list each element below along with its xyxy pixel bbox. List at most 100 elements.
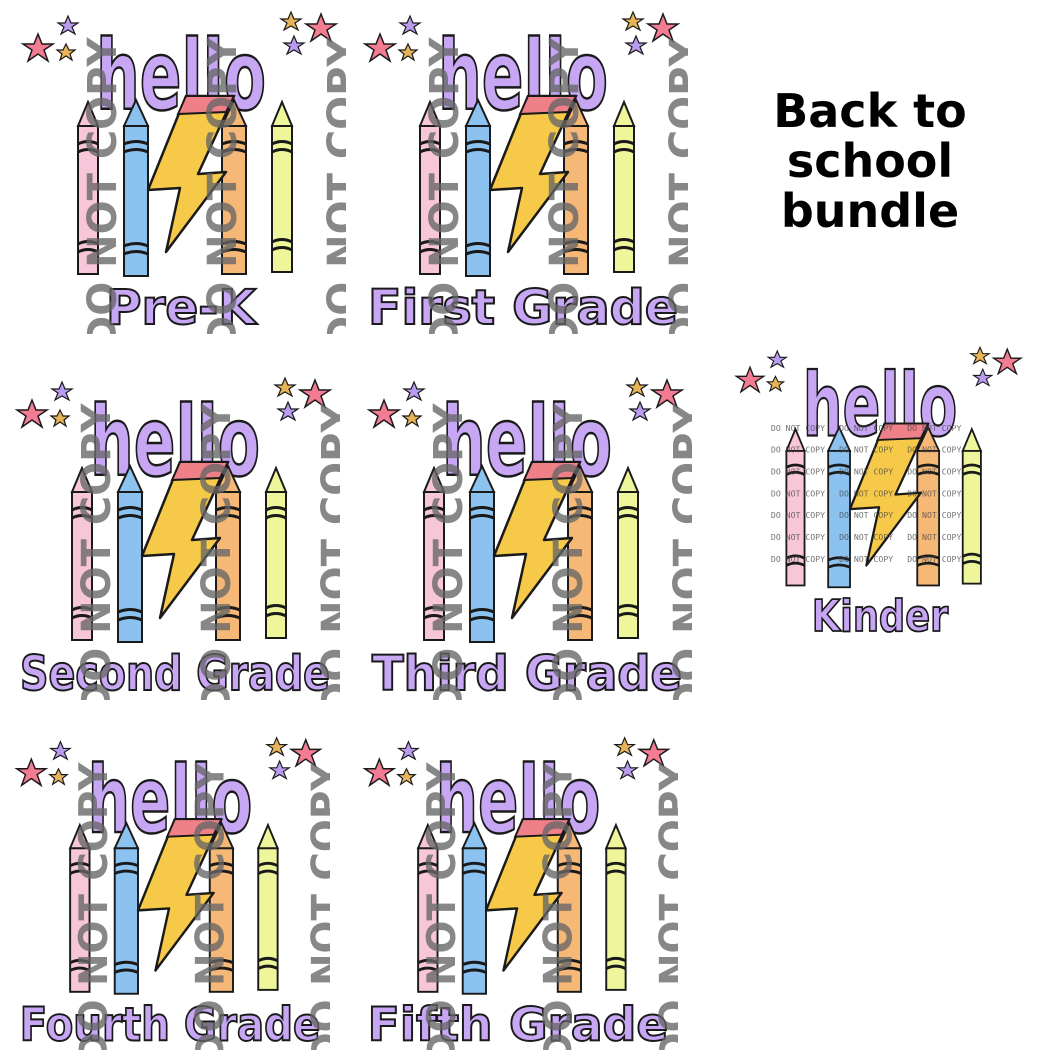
stars-left — [14, 740, 73, 788]
lightning-bolt-icon — [146, 94, 236, 254]
watermark-text: DO NOT COPY — [771, 488, 825, 498]
watermark-text: DO NOT COPY — [74, 403, 120, 701]
design-card-1: hello — [358, 4, 688, 334]
grade-label: Second Grade — [20, 646, 330, 700]
grade-label: Pre-K — [106, 280, 258, 334]
crayon-orange — [556, 820, 583, 993]
watermark-text: DO NOT COPY — [194, 403, 240, 701]
watermark-text: DO NOT COPY — [839, 467, 893, 477]
watermark-text: DO NOT COPY — [536, 762, 581, 1050]
grade-label: Fifth Grade — [368, 997, 669, 1050]
star-pink-icon — [991, 347, 1024, 376]
crayon-yellow — [616, 465, 640, 639]
watermark-text: DO NOT COPY — [839, 510, 893, 520]
star-pink-icon — [14, 757, 49, 788]
design-card-4: hello — [10, 730, 330, 1050]
watermark-text: DO NOT COPY — [907, 532, 961, 542]
lightning-bolt-icon — [484, 818, 571, 972]
crayon-pink — [70, 465, 94, 641]
star-pink-icon — [20, 31, 56, 63]
watermark-text: DO NOT COPY — [80, 37, 126, 335]
watermark-text: DO NOT COPY — [907, 488, 961, 498]
watermark-text: DO NOT COPY — [72, 762, 117, 1050]
star-gold-icon — [48, 767, 69, 786]
watermark-text: DO NOT COPY — [907, 554, 961, 564]
watermark-text: DO NOT COPY — [839, 554, 893, 564]
crayon-orange — [220, 97, 248, 275]
crayon-blue — [122, 97, 150, 277]
crayon-blue — [464, 97, 492, 277]
crayon-orange — [214, 463, 242, 641]
design-artwork: hello — [14, 376, 340, 701]
star-purple-icon — [267, 759, 292, 780]
star-pink-icon — [288, 737, 323, 768]
lightning-bolt-icon — [140, 460, 230, 620]
watermark-text: DO NOT COPY — [200, 37, 246, 335]
design-card-6: hello — [730, 340, 1030, 640]
watermark-text: DO NOT COPY — [320, 37, 346, 335]
watermark-text: DO NOT COPY — [771, 445, 825, 455]
design-artwork: hello — [14, 736, 330, 1050]
stars-left — [20, 14, 80, 63]
crayon-yellow — [256, 822, 280, 991]
star-gold-icon — [401, 408, 423, 428]
bundle-title: Back to school bundle — [720, 86, 1020, 236]
stars-right — [279, 10, 339, 56]
star-pink-icon — [303, 11, 339, 43]
lightning-bolt-icon — [136, 818, 223, 972]
watermark-group: DO NOT COPY DO NOT COPY DO NOT COPY — [422, 37, 688, 335]
star-purple-icon — [624, 34, 648, 56]
crayon-pink — [68, 822, 91, 993]
watermark-text: DO NOT COPY — [771, 423, 825, 433]
star-gold-icon — [49, 408, 71, 428]
star-purple-icon — [50, 380, 74, 402]
bundle-title-line-3: bundle — [780, 184, 960, 238]
stars-right — [273, 376, 333, 422]
watermark-text: DO NOT COPY — [314, 403, 340, 701]
grade-label: Kinder — [812, 592, 949, 640]
star-gold-icon — [265, 736, 289, 757]
watermark-text: DO NOT COPY — [188, 762, 233, 1050]
lightning-bolt-icon — [848, 422, 930, 567]
star-purple-icon — [971, 367, 994, 387]
crayon-pink — [416, 822, 439, 993]
star-purple-icon — [398, 14, 422, 36]
lightning-bolt-icon — [492, 460, 582, 620]
watermark-text: DO NOT COPY — [839, 445, 893, 455]
design-artwork: hello — [20, 10, 346, 335]
grade-label: First Grade — [368, 280, 678, 334]
watermark-text: DO NOT COPY — [666, 403, 692, 701]
crayon-blue — [826, 425, 852, 589]
watermark-text: DO NOT COPY — [771, 532, 825, 542]
crayon-pink — [76, 99, 100, 275]
star-purple-icon — [766, 349, 789, 369]
stars-left — [734, 349, 789, 394]
watermark-text: DO NOT COPY — [907, 423, 961, 433]
crayon-orange — [562, 97, 590, 275]
design-artwork: hello — [362, 10, 688, 335]
watermark-text: DO NOT COPY — [420, 762, 465, 1050]
crayon-blue — [461, 820, 488, 995]
crayon-blue — [113, 820, 140, 995]
star-gold-icon — [55, 42, 77, 62]
crayon-yellow — [270, 99, 294, 273]
watermark-group: DO NOT COPY DO NOT COPY DO NOT COPY — [80, 37, 346, 335]
star-purple-icon — [56, 14, 80, 36]
crayon-pink — [422, 465, 446, 641]
watermark-text: DO NOT COPY — [653, 762, 678, 1050]
watermark-text: DO NOT COPY — [305, 762, 330, 1050]
crayon-pink — [785, 426, 806, 587]
star-gold-icon — [397, 42, 419, 62]
crayon-yellow — [264, 465, 288, 639]
lightning-bolt-icon — [488, 94, 578, 254]
star-purple-icon — [396, 740, 421, 761]
watermark-text: DO NOT COPY — [839, 423, 893, 433]
star-purple-icon — [48, 740, 73, 761]
star-gold-icon — [613, 736, 637, 757]
star-purple-icon — [282, 34, 306, 56]
star-gold-icon — [621, 10, 645, 32]
stars-left — [14, 380, 74, 429]
design-card-0: hello — [16, 4, 346, 334]
watermark-text: DO NOT COPY — [771, 554, 825, 564]
grade-label: Fourth Grade — [20, 997, 321, 1050]
